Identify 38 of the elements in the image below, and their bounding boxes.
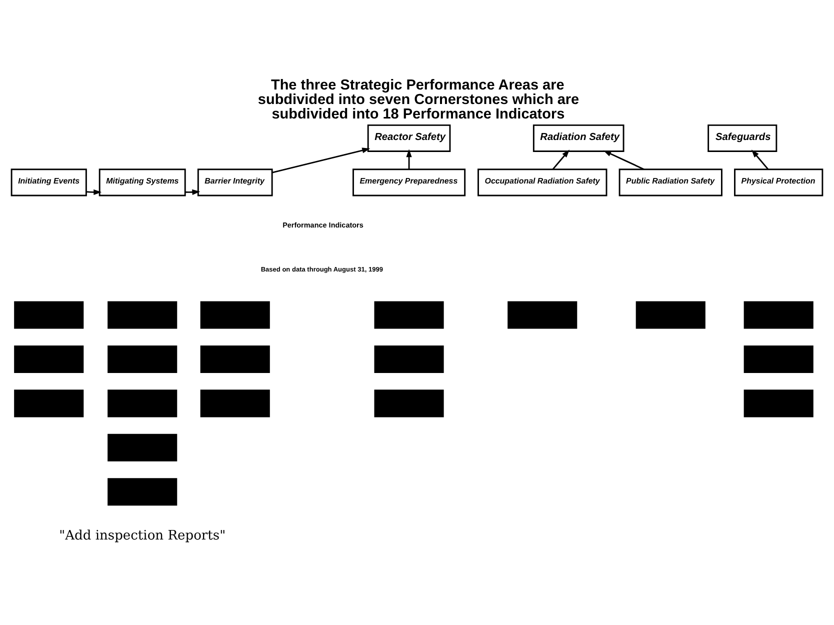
label: "Add inspection Reports" xyxy=(59,528,226,544)
node-box xyxy=(108,390,178,418)
node-box xyxy=(200,301,270,329)
node-box xyxy=(374,301,444,329)
node-box xyxy=(108,434,178,462)
node-box xyxy=(636,301,706,329)
arrow xyxy=(406,149,412,170)
arrow xyxy=(185,189,200,195)
node-box xyxy=(14,345,84,374)
node-box: Safeguards xyxy=(708,124,778,152)
node-box xyxy=(14,390,84,418)
node-box xyxy=(108,301,178,329)
arrow xyxy=(751,150,769,170)
node-box: Mitigating Systems xyxy=(98,168,186,196)
diagram-title: The three Strategic Performance Areas are subdivided into seven Cornerstones which are subdivided into 18 Performance Indicators xyxy=(258,78,580,123)
node-box xyxy=(744,390,814,418)
node-box xyxy=(108,478,178,506)
node-box xyxy=(108,345,178,374)
node-box: Radiation Safety xyxy=(532,124,624,152)
arrow xyxy=(603,150,644,170)
node-box xyxy=(200,345,270,374)
node-box xyxy=(508,301,578,329)
node-box: Public Radiation Safety xyxy=(618,168,722,196)
node-box: Initiating Events xyxy=(10,168,87,196)
arrow xyxy=(552,150,570,170)
node-box xyxy=(374,390,444,418)
node-box: Emergency Preparedness xyxy=(352,168,466,196)
node-box xyxy=(744,301,814,329)
node-box: Reactor Safety xyxy=(367,124,451,152)
arrow xyxy=(272,148,370,174)
label: Performance Indicators xyxy=(282,220,364,230)
node-box: Occupational Radiation Safety xyxy=(478,168,608,196)
node-box xyxy=(200,390,270,418)
node-box: Barrier Integrity xyxy=(197,168,273,196)
node-box xyxy=(374,345,444,374)
node-box xyxy=(14,301,84,329)
node-box xyxy=(744,345,814,374)
node-box: Physical Protection xyxy=(734,168,824,196)
